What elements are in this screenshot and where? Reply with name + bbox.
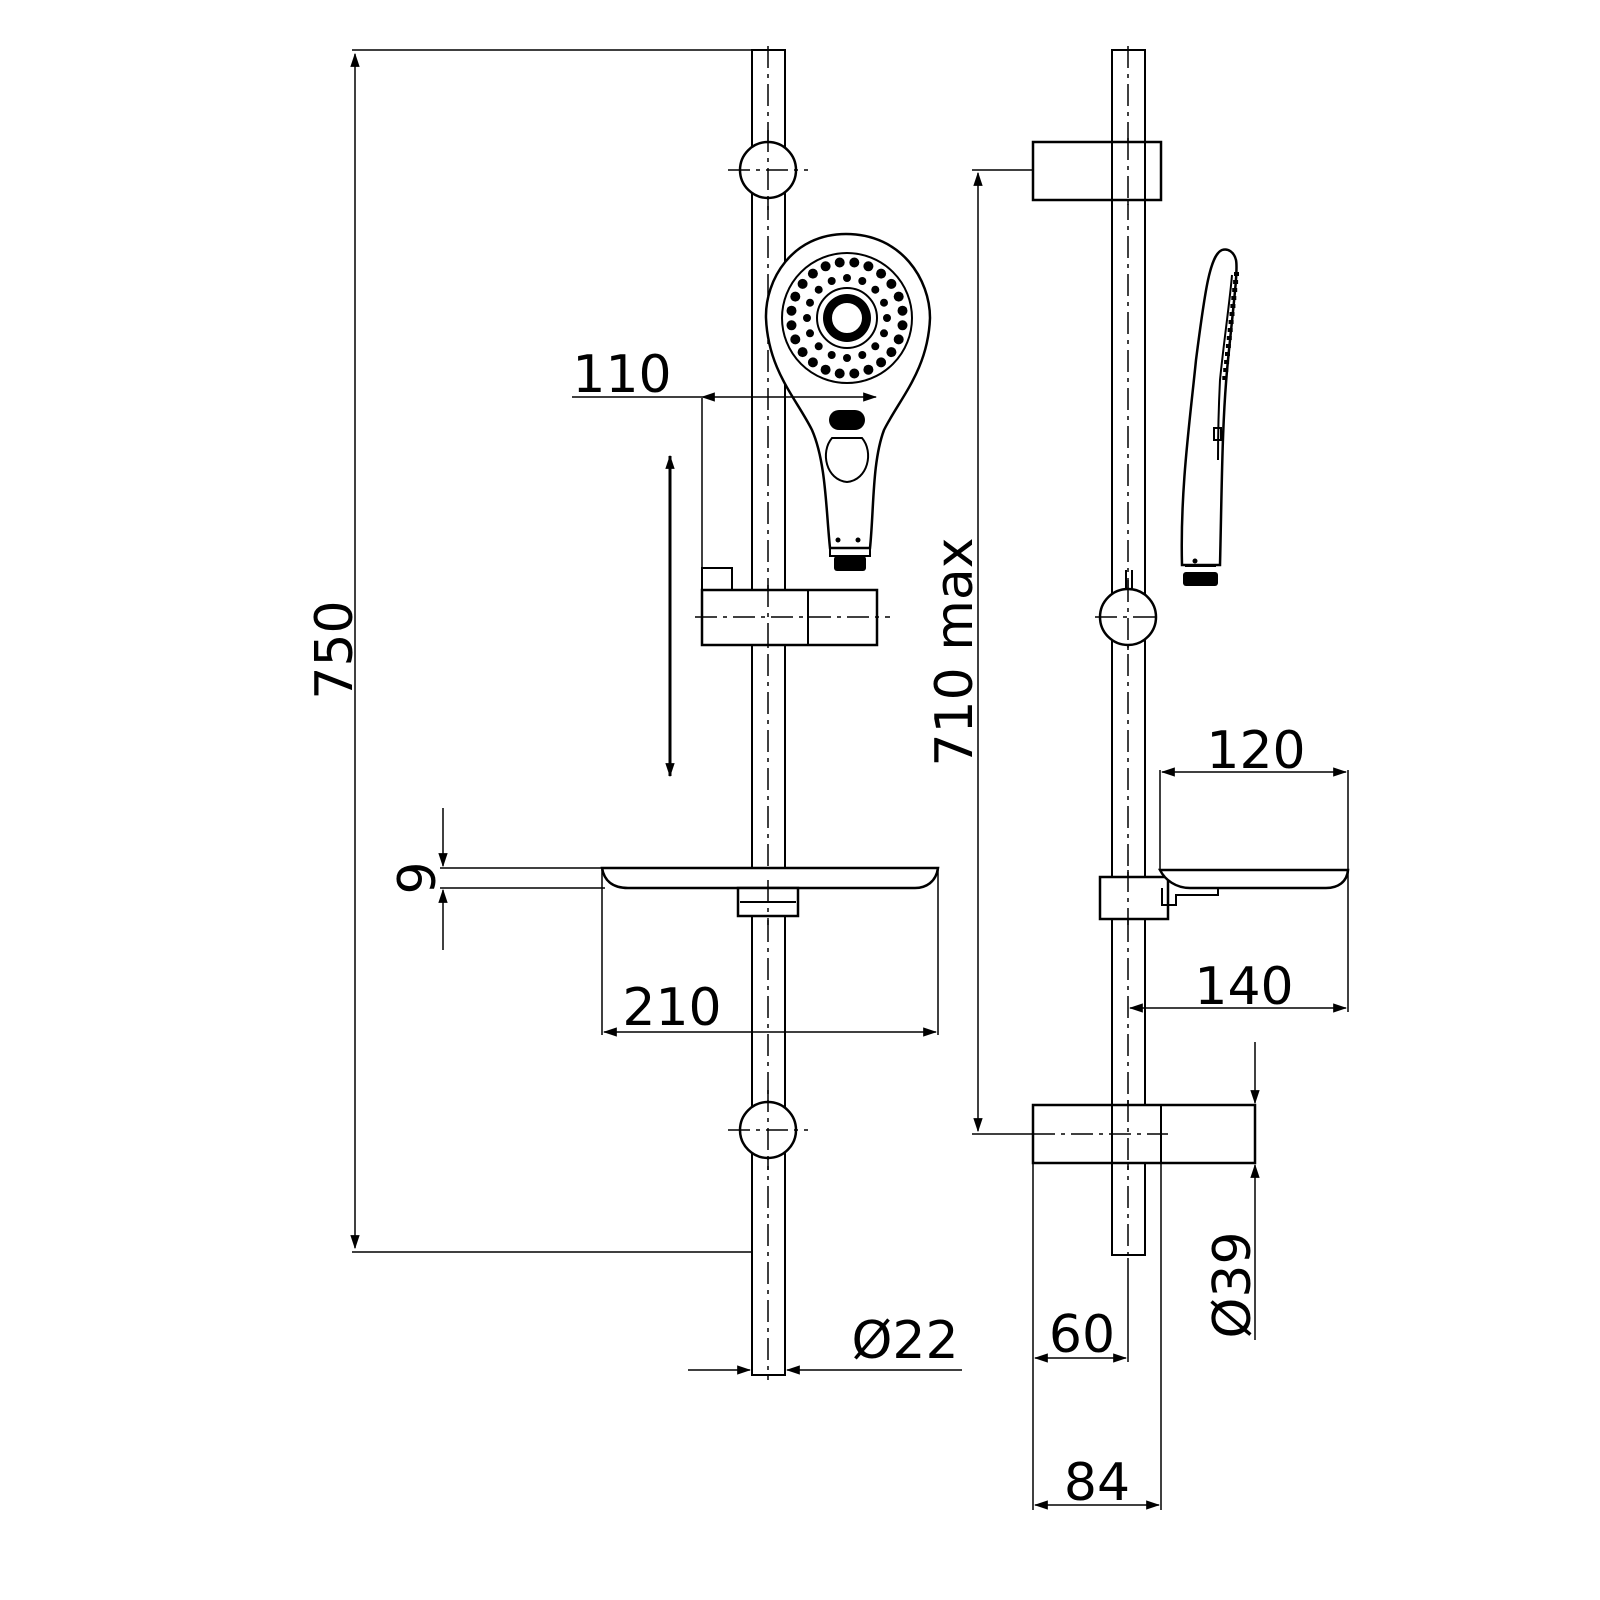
dim-120-label: 120 (1206, 721, 1305, 781)
soap-shelf-front (600, 866, 940, 925)
nozzle-dot (834, 257, 845, 268)
spray-nozzles (786, 257, 908, 379)
dim-140: 140 (1128, 957, 1348, 1017)
nozzle-dot (871, 285, 880, 294)
dim-84-label: 84 (1064, 1453, 1130, 1513)
nozzle-dot (880, 298, 888, 307)
dim-diameter-39-label: Ø39 (1203, 1231, 1263, 1338)
nozzle-dot (863, 364, 874, 375)
wall-bracket-top-side (1031, 138, 1163, 205)
nozzle-dot (786, 305, 797, 316)
nozzle-dot (886, 278, 897, 289)
nozzle-side-dot (1233, 280, 1239, 284)
dim-210: 210 (601, 870, 939, 1038)
nozzle-dot (814, 285, 823, 294)
dim-750-label: 750 (305, 600, 365, 699)
wall-bracket-bottom-side (1031, 1100, 1257, 1170)
nozzle-dot (834, 368, 845, 379)
spray-nozzles-side (1222, 272, 1239, 380)
nozzle-dot (797, 347, 808, 358)
nozzle-side-dot (1227, 328, 1233, 332)
nozzle-dot (790, 291, 801, 302)
nozzle-dot (893, 291, 904, 302)
slider-holder-front (695, 567, 890, 650)
dim-110: 110 (572, 345, 878, 590)
nozzle-dot (814, 342, 823, 351)
nozzle-side-dot (1226, 336, 1232, 340)
nozzle-side-dot (1224, 360, 1230, 364)
nozzle-dot (790, 334, 801, 345)
hand-shower-front (764, 232, 932, 571)
wall-bracket-bottom-front (728, 1090, 808, 1170)
nozzle-side-dot (1223, 368, 1229, 372)
dim-120: 120 (1159, 721, 1349, 1012)
nozzle-dot (820, 364, 831, 375)
nozzle-dot (876, 357, 887, 368)
nozzle-dot (897, 320, 908, 331)
nozzle-dot (880, 329, 888, 338)
nozzle-side-dot (1228, 320, 1234, 324)
nozzle-dot (807, 268, 818, 279)
dim-diameter-39: Ø39 (1203, 1042, 1263, 1340)
nozzle-side-dot (1229, 312, 1235, 316)
nozzle-dot (806, 298, 814, 307)
nozzle-side-dot (1231, 296, 1237, 300)
hand-shower-side (1180, 248, 1239, 586)
dim-710-max: 710 max (925, 169, 1033, 1135)
nozzle-side-dot (1225, 344, 1231, 348)
nozzle-dot (803, 314, 811, 322)
nozzle-dot (807, 357, 818, 368)
nozzle-side-dot (1232, 288, 1238, 292)
dim-diameter-22: Ø22 (688, 1311, 962, 1375)
slider-holder-side (1095, 570, 1161, 655)
nozzle-dot (827, 351, 836, 359)
nozzle-side-dot (1234, 272, 1239, 276)
nozzle-dot (806, 329, 814, 338)
dim-diameter-22-label: Ø22 (851, 1311, 958, 1371)
nozzle-dot (871, 342, 880, 351)
nozzle-dot (827, 277, 836, 285)
nozzle-dot (858, 351, 867, 359)
side-view: 710 max 120 140 Ø39 60 (925, 46, 1350, 1513)
dim-210-label: 210 (622, 978, 721, 1038)
dim-9-label: 9 (388, 861, 448, 894)
wall-bracket-top-front (728, 130, 808, 210)
nozzle-dot (863, 261, 874, 272)
nozzle-side-dot (1230, 304, 1236, 308)
dim-140-label: 140 (1194, 957, 1293, 1017)
dim-60-label: 60 (1049, 1305, 1115, 1365)
rail-side (1111, 46, 1146, 1260)
nozzle-dot (858, 277, 867, 285)
soap-shelf-side (1098, 868, 1350, 925)
dim-60: 60 (1033, 1258, 1129, 1365)
nozzle-dot (876, 268, 887, 279)
nozzle-dot (820, 261, 831, 272)
dim-110-label: 110 (572, 345, 671, 405)
dim-750: 750 (305, 49, 752, 1253)
nozzle-dot (897, 305, 908, 316)
front-view: 750 110 9 210 (305, 46, 962, 1380)
dim-84: 84 (1032, 1163, 1162, 1513)
nozzle-dot (786, 320, 797, 331)
rail-front (751, 46, 786, 1380)
nozzle-dot (883, 314, 891, 322)
dim-9: 9 (388, 808, 605, 950)
nozzle-dot (849, 368, 860, 379)
nozzle-side-dot (1225, 352, 1230, 356)
nozzle-dot (797, 278, 808, 289)
nozzle-dot (886, 347, 897, 358)
nozzle-dot (849, 257, 860, 268)
nozzle-side-dot (1222, 376, 1228, 380)
nozzle-dot (843, 274, 851, 282)
dim-710-max-label: 710 max (925, 537, 985, 766)
nozzle-dot (893, 334, 904, 345)
nozzle-dot (843, 354, 851, 362)
